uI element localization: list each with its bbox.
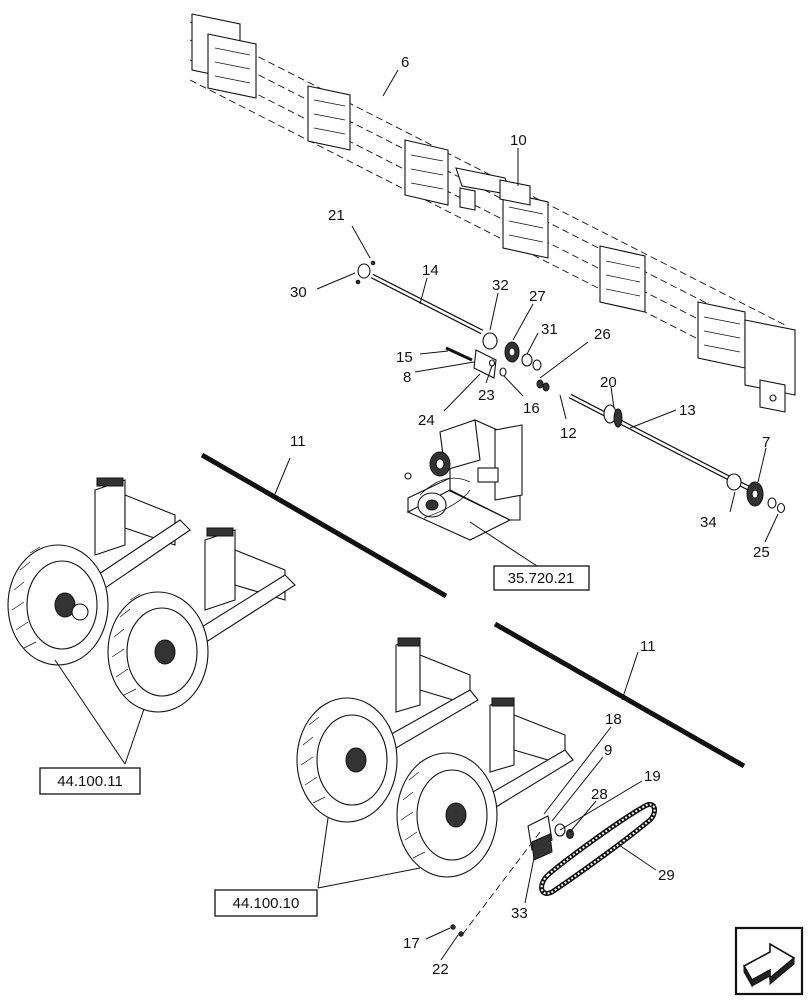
callout-16: 16	[523, 400, 540, 417]
callout-17: 17	[403, 935, 420, 952]
lower-drive-shaft	[568, 393, 786, 514]
callout-22: 22	[432, 961, 449, 978]
gauge-wheel-unit-b	[107, 527, 296, 713]
leader-lines	[54, 69, 779, 961]
cross-shaft-lower	[493, 621, 746, 769]
frame-plate-6	[697, 301, 746, 369]
callout-13: 13	[679, 402, 696, 419]
callout-11-upper: 11	[290, 433, 306, 450]
gauge-wheel-unit-c	[296, 637, 479, 823]
toolbar-frame	[189, 13, 796, 413]
callout-10: 10	[510, 132, 527, 149]
gauge-wheel-unit-d	[396, 697, 574, 878]
frame-plate-2	[307, 85, 351, 151]
callout-15: 15	[396, 349, 413, 366]
callout-19: 19	[644, 768, 661, 785]
callout-21: 21	[328, 207, 345, 224]
gauge-wheel-unit-a	[7, 477, 191, 666]
frame-plate-5	[599, 245, 646, 313]
callout-7: 7	[762, 434, 770, 451]
upper-drive-shaft	[355, 260, 484, 335]
callout-30: 30	[290, 284, 307, 301]
callout-24: 24	[418, 412, 435, 429]
callout-12: 12	[560, 425, 577, 442]
callout-31: 31	[541, 321, 558, 338]
callout-25: 25	[753, 544, 770, 561]
reference-box-35-720-21[interactable]: 35.720.21	[493, 565, 590, 591]
callout-20: 20	[600, 374, 617, 391]
callout-23: 23	[478, 387, 495, 404]
transmission-housing	[404, 419, 523, 541]
clutch-components	[445, 332, 550, 392]
reference-label: 44.100.11	[57, 773, 123, 790]
callout-9: 9	[604, 742, 612, 759]
callout-labels: 6 10 21 30 14 32 27 31 26 15 8 23 24 16 …	[290, 54, 770, 978]
idler-bracket-parts	[450, 815, 574, 937]
support-bracket	[455, 167, 531, 211]
callout-27: 27	[529, 288, 546, 305]
callout-28: 28	[591, 786, 608, 803]
reference-label: 35.720.21	[508, 570, 575, 587]
frame-plate-4	[502, 191, 549, 259]
reference-label: 44.100.10	[233, 895, 300, 912]
callout-6: 6	[401, 54, 409, 71]
callout-8: 8	[403, 369, 411, 386]
frame-end-bracket	[744, 319, 796, 413]
reference-box-44-100-10[interactable]: 44.100.10	[214, 889, 318, 917]
callout-18: 18	[605, 711, 622, 728]
callout-14: 14	[422, 262, 439, 279]
callout-33: 33	[511, 905, 528, 922]
frame-plate-3	[404, 139, 449, 206]
reference-box-44-100-11[interactable]: 44.100.11	[39, 767, 141, 795]
drive-chain	[539, 802, 658, 896]
callout-26: 26	[594, 326, 611, 343]
callout-11-lower: 11	[640, 638, 656, 655]
cross-shaft-upper	[200, 452, 448, 599]
frame-plate-1	[191, 13, 257, 99]
next-page-arrow-icon[interactable]	[734, 926, 804, 996]
callout-34: 34	[700, 514, 717, 531]
callout-29: 29	[658, 867, 675, 884]
callout-32: 32	[492, 277, 509, 294]
